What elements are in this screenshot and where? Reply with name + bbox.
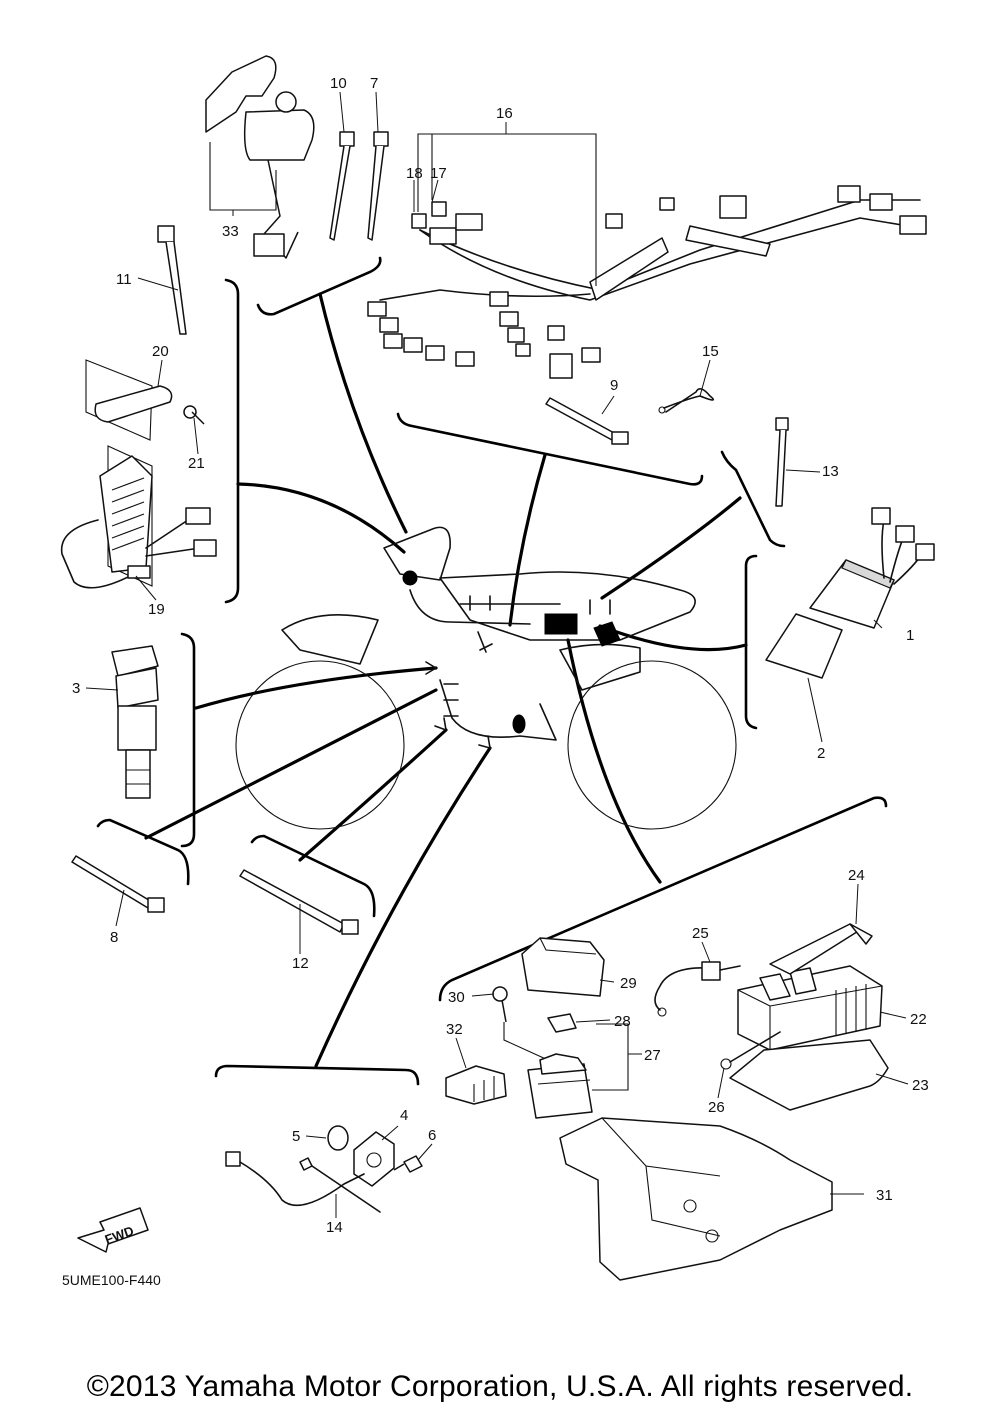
callout-33: 33 <box>222 223 239 240</box>
part-30-bolt <box>492 986 549 1061</box>
part-20-plate <box>85 359 205 441</box>
motorcycle-frame-outline <box>235 526 737 830</box>
part-8-band <box>71 855 165 913</box>
callout-29: 29 <box>620 975 637 992</box>
callout-17: 17 <box>430 165 447 182</box>
callout-9: 9 <box>610 377 618 394</box>
part-16-wire-harness <box>367 133 927 379</box>
callout-19: 19 <box>148 601 165 618</box>
part-7-clamp <box>367 131 389 241</box>
callout-13: 13 <box>822 463 839 480</box>
part-2-cover <box>765 613 843 679</box>
callout-31: 31 <box>876 1187 893 1204</box>
part-26-lead <box>720 1031 781 1070</box>
part-11-clamp <box>157 225 187 335</box>
callout-23: 23 <box>912 1077 929 1094</box>
callout-21: 21 <box>188 455 205 472</box>
callout-26: 26 <box>708 1099 725 1116</box>
group-leaders <box>144 292 748 1068</box>
part-10-clamp <box>329 131 355 241</box>
part-29-cover <box>521 937 605 997</box>
callout-6: 6 <box>428 1127 436 1144</box>
fwd-arrow-icon: FWD <box>77 1207 149 1253</box>
callout-11: 11 <box>116 271 132 288</box>
copyright-notice: ©2013 Yamaha Motor Corporation, U.S.A. A… <box>86 1370 914 1403</box>
part-5-o-ring <box>327 1125 349 1151</box>
part-4-switch <box>353 1131 395 1187</box>
part-32-relay <box>445 1065 507 1105</box>
callout-15: 15 <box>702 343 719 360</box>
part-14-lead-wire <box>225 1151 381 1213</box>
callout-3: 3 <box>72 680 80 697</box>
callout-10: 10 <box>330 75 347 92</box>
callout-4: 4 <box>400 1107 408 1124</box>
part-6-bolt <box>393 1155 423 1173</box>
callout-leaders <box>85 91 909 1218</box>
callout-18: 18 <box>406 165 423 182</box>
part-9-band <box>545 397 629 445</box>
part-23-plate <box>729 1039 889 1111</box>
part-3-ignition-coil <box>111 645 159 799</box>
group-brackets <box>96 256 888 1086</box>
callout-20: 20 <box>152 343 169 360</box>
callout-25: 25 <box>692 925 709 942</box>
part-33-unit <box>205 55 315 259</box>
part-25-lead <box>654 961 741 1017</box>
callout-24: 24 <box>848 867 865 884</box>
callout-28: 28 <box>614 1013 631 1030</box>
part-12-band <box>239 869 359 935</box>
callout-32: 32 <box>446 1021 463 1038</box>
part-22-battery <box>737 965 883 1051</box>
part-13-clamp <box>775 417 789 507</box>
part-28-fuse <box>547 1013 577 1033</box>
callout-7: 7 <box>370 75 378 92</box>
callout-2: 2 <box>817 745 825 762</box>
part-1-cdi-unit <box>809 507 935 629</box>
part-24-band <box>769 923 873 975</box>
part-19-regulator <box>60 445 217 589</box>
part-27-starter-relay <box>527 1023 629 1119</box>
callout-12: 12 <box>292 955 309 972</box>
callout-30: 30 <box>448 989 465 1006</box>
drawing-code: 5UME100-F440 <box>62 1272 161 1288</box>
part-15-wire <box>658 388 715 414</box>
callout-22: 22 <box>910 1011 927 1028</box>
callout-labels: 1 2 3 4 5 6 7 8 9 10 11 12 13 14 15 16 1… <box>72 75 929 1236</box>
callout-14: 14 <box>326 1219 343 1236</box>
part-31-battery-case <box>559 1117 833 1281</box>
callout-16: 16 <box>496 105 513 122</box>
callout-27: 27 <box>644 1047 661 1064</box>
callout-5: 5 <box>292 1128 300 1145</box>
callout-1: 1 <box>906 627 914 644</box>
callout-8: 8 <box>110 929 118 946</box>
